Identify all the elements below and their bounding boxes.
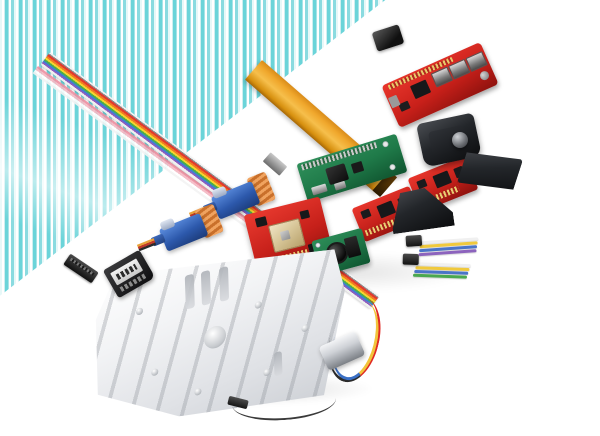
pi-zero-ram-chip bbox=[350, 160, 365, 174]
usb-hub-capacitor bbox=[478, 69, 491, 82]
gps-chip-3 bbox=[299, 209, 311, 220]
pi-zero-mini-hdmi-port bbox=[311, 183, 328, 196]
motor-driver-b-component-1 bbox=[416, 178, 428, 190]
jumper-wire-b-green bbox=[412, 273, 468, 279]
bracket-ball-joint bbox=[452, 132, 468, 148]
jumper-connector-b bbox=[402, 253, 419, 266]
gps-ceramic-antenna bbox=[267, 218, 306, 253]
camera-mount-hole-1 bbox=[314, 242, 322, 249]
chassis-slot-3 bbox=[219, 266, 229, 302]
pi-zero-mount-hole-1 bbox=[381, 140, 390, 148]
motor-driver-a-chip bbox=[376, 200, 397, 219]
motor-driver-b-chip bbox=[432, 170, 453, 189]
jumper-connector-a bbox=[405, 234, 423, 247]
pi-zero-mount-hole-2 bbox=[388, 163, 397, 171]
usb-hub-chip-secondary bbox=[398, 100, 411, 112]
usb-hub-phat-board bbox=[381, 42, 499, 128]
pi-zero-micro-usb-port bbox=[333, 180, 347, 191]
chassis-slot-4 bbox=[274, 351, 283, 377]
usb-hub-chip-primary bbox=[409, 79, 432, 100]
gps-chip-2 bbox=[254, 216, 268, 228]
motor-driver-a-component-1 bbox=[360, 208, 372, 220]
chassis-slot-2 bbox=[201, 270, 211, 306]
chassis-slot-1 bbox=[185, 274, 195, 310]
